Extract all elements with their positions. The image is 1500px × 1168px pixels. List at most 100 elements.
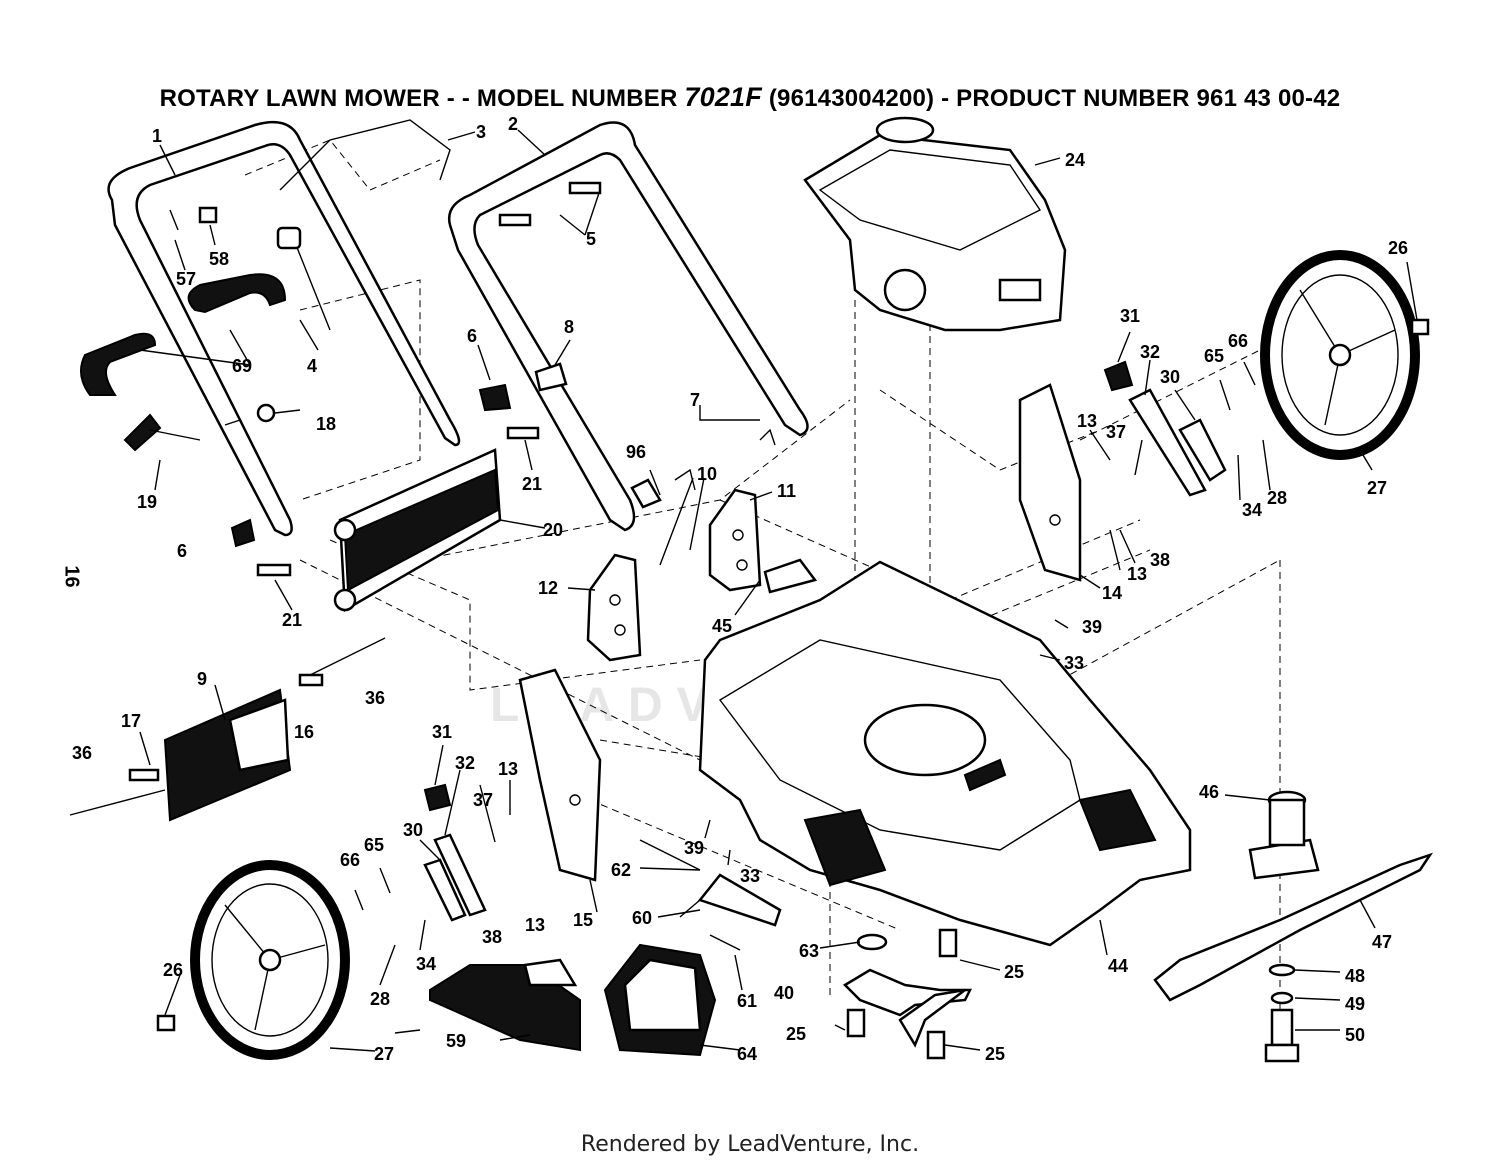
label-49: 49 (1345, 994, 1365, 1014)
label-40: 40 (774, 983, 794, 1003)
label-12: 12 (538, 578, 558, 598)
footer-credit: Rendered by LeadVenture, Inc. (580, 1132, 920, 1157)
label-10: 10 (697, 464, 717, 484)
label-34a: 34 (1242, 500, 1262, 520)
label-5: 5 (586, 229, 596, 249)
label-30a: 30 (1160, 367, 1180, 387)
label-39a: 39 (1082, 617, 1102, 637)
blade-47 (1153, 790, 1434, 1063)
label-3: 3 (476, 122, 486, 142)
label-31b: 31 (432, 722, 452, 742)
label-21a: 21 (282, 610, 302, 630)
label-59: 59 (446, 1031, 466, 1051)
label-65a: 65 (1204, 346, 1224, 366)
label-7: 7 (690, 390, 700, 410)
label-69: 69 (232, 356, 252, 376)
small-fasteners (123, 181, 776, 577)
label-63: 63 (799, 941, 819, 961)
label-39b: 39 (684, 838, 704, 858)
handle-grips-69 (80, 273, 287, 396)
label-4: 4 (307, 356, 317, 376)
label-14: 14 (1102, 583, 1122, 603)
height-brackets (586, 488, 818, 662)
front-wheel-27 (156, 860, 350, 1060)
label-65b: 65 (364, 835, 384, 855)
label-36a: 36 (365, 688, 385, 708)
label-66a: 66 (1228, 331, 1248, 351)
label-9: 9 (197, 669, 207, 689)
label-31a: 31 (1120, 306, 1140, 326)
label-13d: 13 (525, 915, 545, 935)
label-2: 2 (508, 114, 518, 134)
label-24: 24 (1065, 150, 1085, 170)
label-13c: 13 (498, 759, 518, 779)
label-6a: 6 (467, 326, 477, 346)
height-arms (423, 360, 1227, 922)
label-25c: 25 (985, 1044, 1005, 1064)
engine-24 (803, 116, 1067, 332)
label-38b: 38 (482, 927, 502, 947)
label-16: 16 (294, 722, 314, 742)
label-25b: 25 (786, 1024, 806, 1044)
upper-handle-2 (447, 121, 809, 532)
title-model: 7021F (684, 82, 762, 112)
label-33a: 33 (1064, 653, 1084, 673)
label-8: 8 (564, 317, 574, 337)
title-suffix: (96143004200) - PRODUCT NUMBER 961 43 00… (768, 85, 1341, 112)
leader-lines (139, 129, 1418, 1052)
label-96: 96 (626, 442, 646, 462)
label-30b: 30 (403, 820, 423, 840)
label-45: 45 (712, 616, 732, 636)
label-27b: 27 (374, 1044, 394, 1064)
label-15: 15 (573, 910, 593, 930)
label-26a: 26 (1388, 238, 1408, 258)
label-61: 61 (737, 991, 757, 1011)
label-62: 62 (611, 860, 631, 880)
mower-deck-44 (698, 560, 1192, 947)
label-38a: 38 (1150, 550, 1170, 570)
label-6b: 6 (177, 541, 187, 561)
label-32b: 32 (455, 753, 475, 773)
diagram-title: ROTARY LAWN MOWER - - MODEL NUMBER 7021F… (0, 82, 1500, 113)
label-66b: 66 (340, 850, 360, 870)
label-37a: 37 (1106, 422, 1126, 442)
label-19: 19 (137, 492, 157, 512)
label-57: 57 (176, 269, 196, 289)
label-25a: 25 (1004, 962, 1024, 982)
label-28b: 28 (370, 989, 390, 1009)
label-36b: 36 (72, 743, 92, 763)
bottom-parts (429, 839, 973, 1060)
label-11: 11 (777, 481, 796, 501)
label-26b: 26 (163, 960, 183, 980)
title-prefix: ROTARY LAWN MOWER - - MODEL NUMBER (159, 85, 678, 112)
label-13a: 13 (1077, 411, 1097, 431)
rear-door-hinge-20 (333, 448, 502, 613)
label-18: 18 (316, 414, 336, 434)
label-46: 46 (1199, 782, 1219, 802)
label-47: 47 (1372, 932, 1392, 952)
part-labels: 1 2 3 4 5 6 6 7 8 9 10 11 12 13 13 13 13… (72, 114, 1408, 1064)
label-13b: 13 (1127, 564, 1147, 584)
label-21b: 21 (522, 474, 542, 494)
label-50: 50 (1345, 1025, 1365, 1045)
upper-handle-1 (107, 120, 461, 537)
label-60: 60 (632, 908, 652, 928)
label-58: 58 (209, 249, 229, 269)
label-37b: 37 (473, 790, 493, 810)
label-64: 64 (737, 1044, 757, 1064)
label-20: 20 (543, 520, 563, 540)
axle-brackets (518, 383, 1082, 882)
label-27a: 27 (1367, 478, 1387, 498)
label-28a: 28 (1267, 488, 1287, 508)
label-17: 17 (121, 711, 141, 731)
rear-wheel-27 (1260, 250, 1430, 460)
label-32a: 32 (1140, 342, 1160, 362)
label-33b: 33 (740, 866, 760, 886)
label-48: 48 (1345, 966, 1365, 986)
label-1: 1 (152, 126, 162, 146)
throttle-cable (276, 119, 451, 331)
label-34b: 34 (416, 954, 436, 974)
rear-flap-9 (69, 637, 386, 822)
label-44: 44 (1108, 956, 1128, 976)
